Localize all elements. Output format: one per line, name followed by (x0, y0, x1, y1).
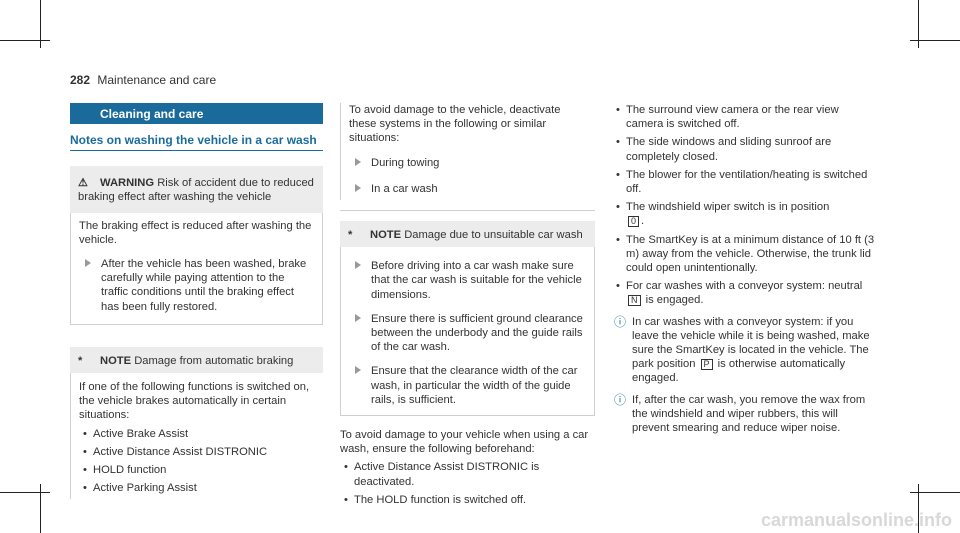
list-item: The surround view camera or the rear vie… (612, 103, 877, 131)
note-body-box: Before driving into a car wash make sure… (340, 247, 595, 417)
list-item: For car washes with a conveyor system: n… (612, 279, 877, 307)
step: In a car wash (349, 182, 587, 196)
arrow-icon (355, 183, 361, 192)
note-body: If one of the following functions is swi… (79, 381, 310, 422)
after-text: To avoid damage to your vehicle when usi… (340, 429, 589, 456)
page-header: 282 Maintenance and care (70, 73, 216, 87)
list-item: The windshield wiper switch is in positi… (612, 200, 877, 228)
crop-mark (910, 492, 960, 493)
info-item: ⓘ In car washes with a conveyor system: … (614, 314, 870, 385)
subheading: Notes on washing the vehicle in a car wa… (70, 133, 323, 152)
list-item: HOLD function (79, 463, 315, 477)
warning-box: ⚠ WARNING Risk of accident due to reduced… (70, 166, 323, 213)
note-label: NOTE (370, 229, 402, 242)
key-0-icon: 0 (628, 216, 640, 228)
section-band: Cleaning and care (70, 103, 323, 124)
divider (340, 210, 595, 212)
note-icon: * (78, 354, 83, 367)
arrow-icon (355, 366, 361, 375)
intro-text: To avoid damage to the vehicle, deactiva… (349, 104, 561, 145)
column-3: The surround view camera or the rear vie… (612, 103, 877, 435)
key-p-icon: P (700, 359, 713, 371)
list-item: The side windows and sliding sunroof are… (612, 135, 877, 163)
note-step: Before driving into a car wash make sure… (349, 259, 586, 302)
crop-mark (0, 40, 50, 41)
warning-step: After the vehicle has been washed, brake… (79, 257, 314, 314)
watermark: carmanualsonline.info (760, 510, 952, 530)
crop-mark (40, 0, 41, 48)
crop-mark (0, 492, 50, 493)
crop-mark (918, 484, 919, 533)
list-item: Active Parking Assist (79, 481, 315, 495)
after-text-block: To avoid damage to your vehicle when usi… (340, 416, 595, 507)
note-box: * NOTE Damage from automatic braking (70, 346, 323, 374)
crop-mark (40, 484, 41, 533)
warning-label: WARNING (100, 177, 155, 190)
warning-icon: ⚠ (78, 177, 89, 190)
crop-mark (910, 40, 960, 41)
column-1: Cleaning and care Notes on washing the v… (70, 103, 323, 500)
info-icon: ⓘ (614, 392, 627, 407)
list-item: The HOLD function is switched off. (340, 493, 595, 507)
key-n-icon: N (628, 295, 641, 307)
info-item: ⓘ If, after the car wash, you remove the… (614, 392, 866, 435)
arrow-icon (355, 157, 361, 166)
info-icon: ⓘ (614, 314, 627, 329)
arrow-icon (85, 259, 91, 268)
warning-body-box: The braking effect is reduced after wash… (70, 212, 323, 325)
crop-mark (918, 0, 919, 48)
note-text: Damage from automatic braking (134, 354, 294, 367)
warning-body: The braking effect is reduced after wash… (79, 219, 312, 246)
list-item: Active Distance Assist DISTRONIC is deac… (340, 460, 595, 488)
note-step: Ensure there is sufficient ground cleara… (349, 312, 586, 355)
column-2: To avoid damage to the vehicle, deactiva… (340, 103, 595, 507)
note-box: * NOTE Damage due to unsuitable car wash (340, 221, 595, 248)
list-item: Active Distance Assist DISTRONIC (79, 445, 315, 459)
list-item: Active Brake Assist (79, 427, 315, 441)
step: During towing (349, 156, 587, 170)
note-step: Ensure that the clearance width of the c… (349, 364, 586, 407)
page-number: 282 (70, 73, 91, 87)
section-title: Maintenance and care (97, 73, 217, 87)
note-label: NOTE (100, 354, 132, 367)
warning-text: Risk of accident due to reduced braking … (78, 177, 314, 204)
list-item: The blower for the ventilation/heating i… (612, 168, 877, 196)
note-icon: * (348, 229, 353, 242)
list-item: The SmartKey is at a minimum distance of… (612, 233, 877, 276)
arrow-icon (355, 261, 361, 270)
intro-box: To avoid damage to the vehicle, deactiva… (340, 103, 595, 201)
arrow-icon (355, 313, 361, 322)
note-body-box: If one of the following functions is swi… (70, 373, 323, 500)
note-text: Damage due to unsuitable car wash (404, 229, 583, 242)
